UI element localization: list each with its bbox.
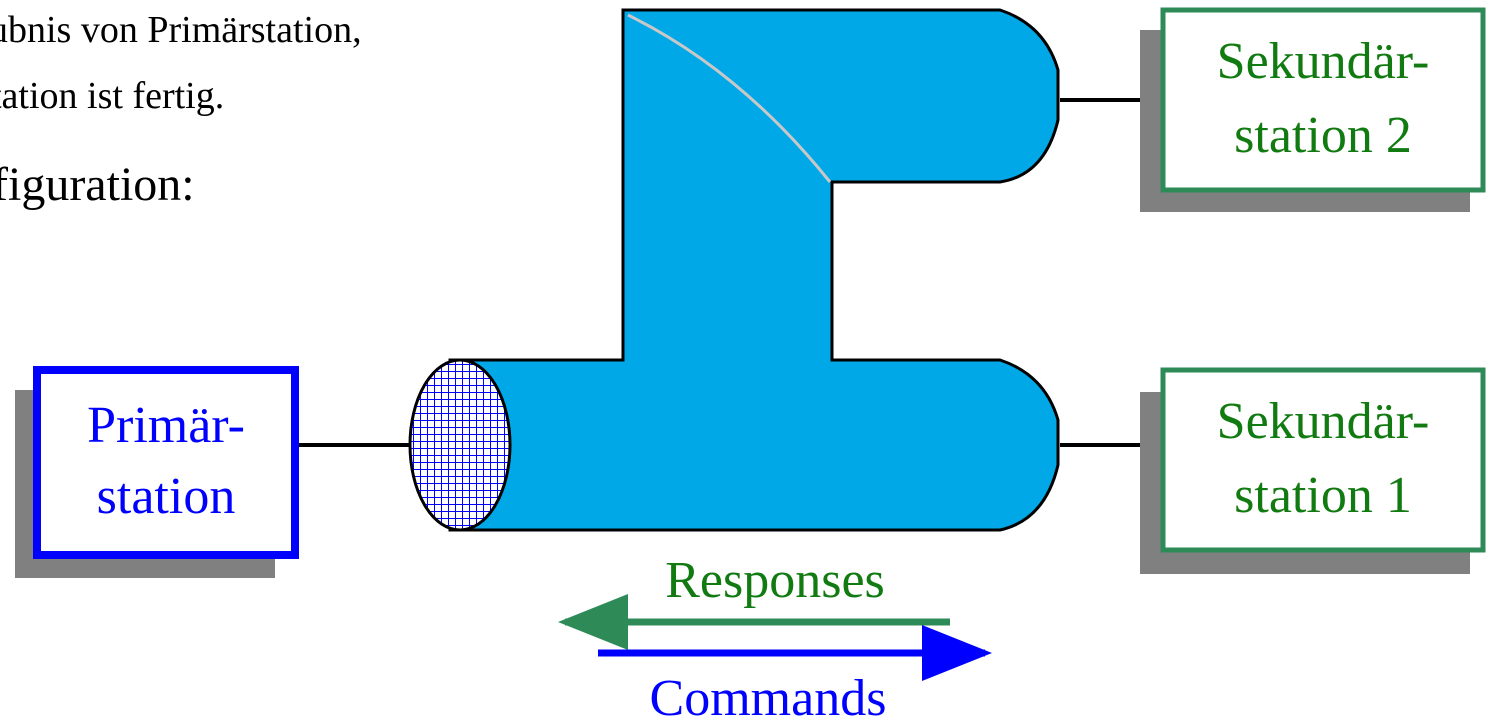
pipe-inner-curve — [627, 13, 832, 183]
primary-station-box — [33, 366, 299, 559]
configuration-label: figuration: — [0, 158, 195, 211]
primary-station-label-line-2: station — [97, 468, 236, 525]
secondary-station-2-label-line-1: Sekundär- — [1217, 33, 1430, 90]
commands-label: Commands — [650, 670, 887, 723]
responses-label: Responses — [665, 552, 885, 609]
secondary-station-2-box — [1160, 7, 1486, 193]
secondary-station-1-label-line-2: station 1 — [1234, 467, 1412, 524]
secondary-station-2-label-line-2: station 2 — [1234, 107, 1412, 164]
intro-text-line-2: tation ist fertig. — [0, 75, 225, 117]
secondary-station-1-box — [1160, 367, 1486, 553]
primary-station-label-line-1: Primär- — [87, 397, 245, 454]
secondary-station-1-label-line-1: Sekundär- — [1217, 393, 1430, 450]
intro-text-line-1: ubnis von Primärstation, — [0, 9, 362, 51]
pipe-opening-grid — [408, 358, 512, 532]
network-pipe — [448, 8, 1060, 532]
